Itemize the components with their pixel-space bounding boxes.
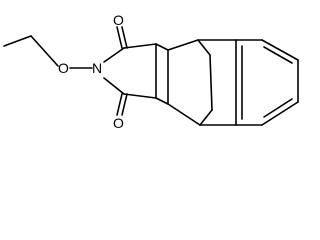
bond-ch-top-bridgehead <box>155 43 169 51</box>
bond-bridgehead-top <box>167 39 199 51</box>
bond-ch3-ch2 <box>3 35 32 47</box>
carbonyl-top-a <box>116 26 123 49</box>
bond-bridge-vertical <box>209 54 213 111</box>
oxygen-ether-label: O <box>58 60 69 76</box>
bond-n-c-bottom <box>103 77 125 95</box>
carbonyl-bottom-b <box>121 93 128 116</box>
bond-ch2-o <box>30 35 59 67</box>
bond-n-c-top <box>103 47 125 63</box>
structure-diagram: O O O N <box>3 12 299 131</box>
bond-c-bottom-ch <box>123 93 157 99</box>
bond-c-top-ch <box>123 43 157 49</box>
carbonyl-bottom-a <box>116 93 123 116</box>
benzene-ring <box>235 39 299 126</box>
ethyl-group <box>3 35 59 67</box>
ring-inner-bond-2 <box>263 98 293 118</box>
oxygen-bottom-label: O <box>113 115 124 131</box>
ring-bond-2 <box>261 39 299 61</box>
bond-bridge-top <box>197 39 211 56</box>
nitrogen-label: N <box>92 60 102 76</box>
bicyclic-core <box>155 39 237 126</box>
bond-ch-bottom-bridgehead <box>155 97 169 105</box>
carbonyl-top-b <box>121 26 128 49</box>
ring-inner-bond-1 <box>263 46 293 64</box>
ring-bond-4 <box>261 101 299 126</box>
oxygen-top-label: O <box>113 12 124 28</box>
bond-bridgehead-bottom <box>167 103 201 126</box>
imide-ring <box>103 26 157 116</box>
bond-bridge-bottom <box>199 109 213 126</box>
